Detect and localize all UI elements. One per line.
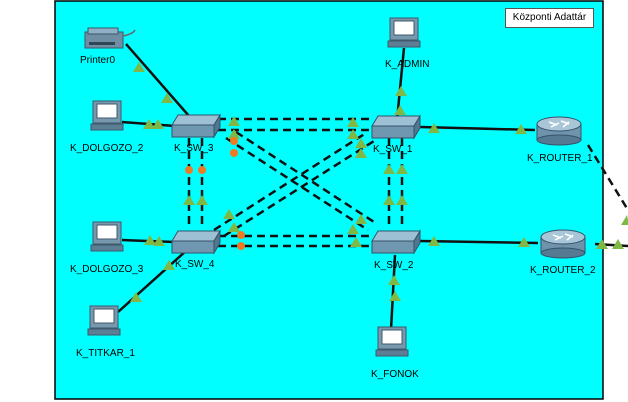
printer-icon[interactable] xyxy=(84,27,136,49)
port-up-indicators xyxy=(130,62,628,302)
port-up-icon xyxy=(143,119,155,129)
k-titkar-1-label: K_TITKAR_1 xyxy=(76,348,135,359)
k-router-2-label: K_ROUTER_2 xyxy=(530,265,596,276)
port-up-icon xyxy=(153,236,165,246)
pc-icon[interactable] xyxy=(87,305,121,336)
workspace-area[interactable] xyxy=(54,0,604,400)
port-up-icon xyxy=(350,237,362,247)
port-up-icon xyxy=(395,86,407,96)
pc-icon[interactable] xyxy=(90,100,124,131)
port-blocked-icon xyxy=(230,137,238,145)
k-dolgozo-2-label: K_DOLGOZO_2 xyxy=(70,143,144,154)
port-up-icon xyxy=(396,164,408,174)
port-up-icon xyxy=(347,129,359,139)
port-up-icon xyxy=(515,124,527,134)
port-up-icon xyxy=(228,222,240,232)
link-sw3-sw2-b[interactable] xyxy=(235,130,375,224)
pc-icon[interactable] xyxy=(375,326,409,357)
link-admin-sw1[interactable] xyxy=(395,47,406,121)
port-up-icon xyxy=(612,239,624,249)
port-up-icon xyxy=(163,260,175,270)
k-admin-label: K_ADMIN xyxy=(385,59,429,70)
port-up-icon xyxy=(223,209,235,219)
port-up-icon xyxy=(388,275,400,285)
switch-icon[interactable] xyxy=(171,113,221,139)
port-blocked-icon xyxy=(237,242,245,250)
port-up-icon xyxy=(347,224,359,234)
port-blocked-icon xyxy=(237,231,245,239)
port-up-icon xyxy=(355,214,367,224)
k-sw-1-label: K_SW_1 xyxy=(373,144,413,155)
link-sw3-sw2-a[interactable] xyxy=(225,136,369,232)
link-sw4-sw1-b[interactable] xyxy=(223,139,375,238)
link-sw1-router1[interactable] xyxy=(419,125,536,132)
port-up-icon xyxy=(228,116,240,126)
link-sw2-fonok[interactable] xyxy=(389,254,397,331)
port-up-icon xyxy=(355,138,367,148)
port-up-icon xyxy=(428,123,440,133)
port-up-icon xyxy=(355,148,367,158)
port-up-icon xyxy=(228,129,240,139)
switch-icon[interactable] xyxy=(371,229,421,255)
k-sw-3-label: K_SW_3 xyxy=(174,143,214,154)
router-icon[interactable] xyxy=(536,116,582,146)
port-up-icon xyxy=(383,195,395,205)
port-up-icon xyxy=(596,239,608,249)
k-fonok-label: K_FONOK xyxy=(371,369,419,380)
port-up-icon xyxy=(161,93,173,103)
link-sw4-sw1-a[interactable] xyxy=(213,131,367,232)
pc-icon[interactable] xyxy=(387,17,421,48)
switch-icon[interactable] xyxy=(171,229,221,255)
port-blocked-icon xyxy=(185,166,193,174)
port-up-icon xyxy=(518,237,530,247)
k-dolgozo-3-label: K_DOLGOZO_3 xyxy=(70,264,144,275)
k-sw-4-label: K_SW_4 xyxy=(175,259,215,270)
port-up-icon xyxy=(396,195,408,205)
link-sw2-router2[interactable] xyxy=(419,239,539,245)
port-up-icon xyxy=(394,105,406,115)
port-up-icon xyxy=(428,236,440,246)
port-up-icon xyxy=(383,164,395,174)
pc-icon[interactable] xyxy=(90,221,124,252)
area-label[interactable]: Központi Adattár xyxy=(505,8,594,28)
port-blocked-icon xyxy=(198,166,206,174)
port-up-icon xyxy=(183,195,195,205)
k-sw-2-label: K_SW_2 xyxy=(374,260,414,271)
link-titkar1-sw4[interactable] xyxy=(117,249,188,313)
trunk-links xyxy=(187,117,628,248)
port-up-icon xyxy=(152,119,164,129)
port-up-icon xyxy=(196,195,208,205)
router-icon[interactable] xyxy=(540,229,586,259)
port-up-icon xyxy=(621,215,628,225)
link-printer0-sw3[interactable] xyxy=(125,43,197,125)
printer0-label: Printer0 xyxy=(80,55,115,66)
port-up-icon xyxy=(347,117,359,127)
port-up-icon xyxy=(389,291,401,301)
k-router-1-label: K_ROUTER_1 xyxy=(527,153,593,164)
port-up-icon xyxy=(130,292,142,302)
port-up-icon xyxy=(133,62,145,72)
port-blocked-indicators xyxy=(185,137,245,250)
switch-icon[interactable] xyxy=(371,114,421,140)
port-blocked-icon xyxy=(230,149,238,157)
port-up-icon xyxy=(144,235,156,245)
